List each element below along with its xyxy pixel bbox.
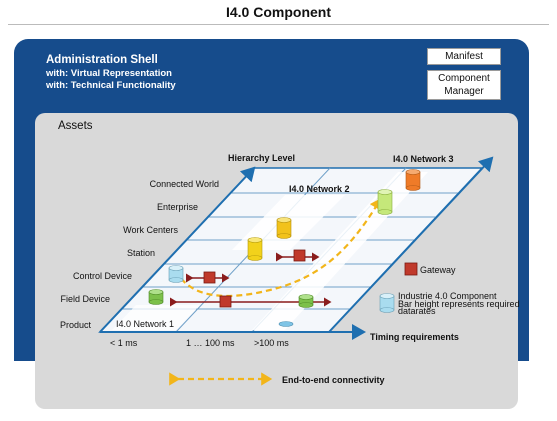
component-manager-box[interactable]: Component Manager <box>427 70 501 100</box>
shell-technical-functionality: with: Technical Functionality <box>46 80 176 91</box>
plane-right-edge-arrow <box>328 156 494 333</box>
level-label-work-centers: Work Centers <box>123 225 178 235</box>
network-1-label: I4.0 Network 1 <box>116 319 174 329</box>
legend-connectivity-label: End-to-end connectivity <box>282 375 385 385</box>
network-1-band <box>112 305 200 330</box>
connectivity-path <box>175 198 382 298</box>
timing-tick-under-1ms: < 1 ms <box>110 338 138 348</box>
shell-virtual-representation: with: Virtual Representation <box>46 68 172 79</box>
level-label-control-device: Control Device <box>73 271 132 281</box>
timing-tick-over-100ms: >100 ms <box>254 338 289 348</box>
component-manager-line1: Component <box>438 73 490 84</box>
level-label-field-device: Field Device <box>60 294 110 304</box>
shell-title: Administration Shell <box>46 54 158 66</box>
manifest-box[interactable]: Manifest <box>427 48 501 65</box>
legend-component-note-line2: datarates <box>398 306 436 316</box>
level-label-station: Station <box>127 248 155 258</box>
component-cylinder-control-device <box>168 265 184 283</box>
legend-component-icon <box>379 293 395 313</box>
page-title: I4.0 Component <box>225 4 331 20</box>
component-manager-line2: Manager <box>444 86 484 97</box>
component-cylinder-work-centers <box>276 217 292 239</box>
legend-gateway-icon <box>404 262 418 276</box>
gateway-icon <box>219 295 232 308</box>
title-divider <box>8 24 549 25</box>
component-cylinder-enterprise <box>377 189 393 215</box>
component-cylinder-field-device-right <box>298 294 314 308</box>
component-cylinder-station <box>247 237 263 261</box>
gateway-icon <box>293 249 306 262</box>
assets-label: Assets <box>58 120 93 132</box>
level-label-enterprise: Enterprise <box>157 202 198 212</box>
network-2-label: I4.0 Network 2 <box>289 184 350 194</box>
component-cylinder-connected-world <box>405 169 421 191</box>
level-label-product: Product <box>60 320 92 330</box>
legend-component-title: Industrie 4.0 Component <box>398 291 497 301</box>
legend-gateway-label: Gateway <box>420 265 456 275</box>
gateway-icon <box>203 271 216 284</box>
hierarchy-axis <box>99 166 256 333</box>
timing-axis-label: Timing requirements <box>370 332 459 342</box>
timing-tick-1-100ms: 1 … 100 ms <box>186 338 235 348</box>
shell-description: Administration Shell with: Virtual Repre… <box>46 54 176 92</box>
level-label-connected-world: Connected World <box>150 179 219 189</box>
component-cylinder-product <box>278 321 294 327</box>
hierarchy-axis-label: Hierarchy Level <box>228 153 295 163</box>
component-cylinder-field-device <box>148 289 164 305</box>
legend-component-note-line1: Bar height represents required <box>398 299 520 309</box>
network-3-label: I4.0 Network 3 <box>393 154 454 164</box>
